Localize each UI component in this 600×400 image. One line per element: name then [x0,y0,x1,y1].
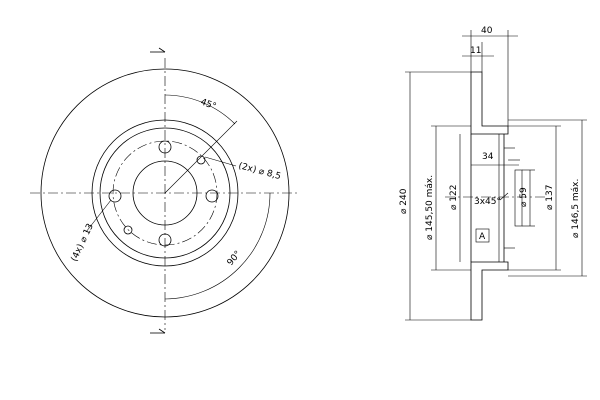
small-hole [196,155,206,165]
bolt-hole [205,189,219,203]
dim-34-label: 34 [482,152,494,162]
front-view: 45° 90° (2x) ⌀ 8,5 (4x) ⌀ 13 [30,47,300,334]
dim-59-label: ⌀ 59 [519,187,529,207]
mark-a-label: A [479,232,486,242]
angle-45-label: 45° [199,97,217,112]
small-hole [123,225,133,235]
bolt-hole-leader [85,199,112,233]
chamfer-label: 3x45° [474,197,501,207]
dim-40-label: 40 [481,26,493,36]
mark-a-box [475,228,490,243]
small-hole-label: (2x) ⌀ 8,5 [237,161,282,182]
section-profile-bottom [470,261,509,321]
section-view: 40 11 34 3x45° A ⌀ 240 ⌀ 145,50 máx. ⌀ 1… [399,26,587,321]
section-mark-bottom-arrow [158,328,166,334]
dim-122-label: ⌀ 122 [449,185,459,210]
bolt-hole [158,233,172,247]
bolt-hole-label: (4x) ⌀ 13 [70,222,96,263]
section-profile-top [470,71,509,135]
section-mark-top-arrow [158,47,166,53]
dim-240-label: ⌀ 240 [399,188,409,214]
angle-45-extension [164,120,238,194]
bolt-hole [108,189,122,203]
angle-45-arc [164,94,236,125]
dim-146-label: ⌀ 146,5 máx. [571,179,581,238]
dim-137-label: ⌀ 137 [545,185,555,210]
small-hole-leader [204,156,237,167]
dim-145-label: ⌀ 145,50 máx. [425,175,435,240]
bolt-hole [158,140,172,154]
dim-11-label: 11 [470,46,481,56]
bore-step [514,169,523,227]
chamfer-leader [499,192,509,201]
angle-90-label: 90° [226,249,244,268]
angle-90-arc [164,192,271,300]
